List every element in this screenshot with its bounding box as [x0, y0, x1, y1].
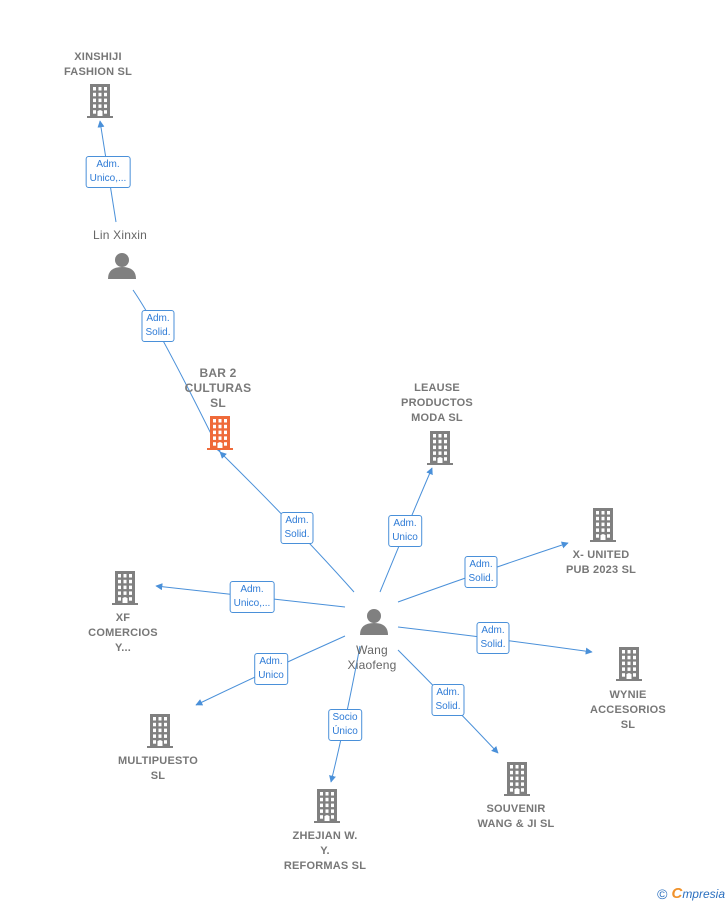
zhejian-label[interactable]: ZHEJIAN W. Y. REFORMAS SL — [283, 830, 367, 872]
souvenir-building-icon[interactable] — [504, 762, 530, 796]
brand-name: mpresia — [682, 887, 725, 901]
edge-label-xf[interactable]: Adm. Unico,... — [229, 581, 275, 613]
xunited-label[interactable]: X- UNITED PUB 2023 SL — [565, 549, 637, 576]
xunited-building-icon[interactable] — [590, 508, 616, 542]
bar2-label[interactable]: BAR 2 CULTURAS SL — [184, 366, 252, 410]
edge-lin-bar2 — [132, 289, 221, 453]
edge-label-leause[interactable]: Adm. Unico — [388, 515, 422, 547]
edge-label-multipuesto[interactable]: Adm. Unico — [254, 653, 288, 685]
icons-layer — [87, 84, 642, 823]
souvenir-label[interactable]: SOUVENIR WANG & JI SL — [477, 803, 555, 830]
leause-label[interactable]: LEAUSE PRODUCTOS MODA SL — [401, 382, 473, 424]
wynie-label[interactable]: WYNIE ACCESORIOS SL — [590, 689, 666, 731]
edge-label-bar2[interactable]: Adm. Solid. — [141, 310, 175, 342]
edge-label-xinshiji[interactable]: Adm. Unico,... — [85, 156, 131, 188]
xinshiji-building-icon[interactable] — [87, 84, 113, 118]
multipuesto-label[interactable]: MULTIPUESTO SL — [117, 755, 199, 782]
edge-label-souvenir[interactable]: Adm. Solid. — [431, 684, 465, 716]
lin-label[interactable]: Lin Xinxin — [92, 228, 148, 242]
zhejian-building-icon[interactable] — [314, 789, 340, 823]
brand-initial: C — [671, 885, 683, 902]
multipuesto-building-icon[interactable] — [147, 714, 173, 748]
edge-label-zhejian[interactable]: Socio Único — [328, 709, 362, 741]
edge-label-xunited[interactable]: Adm. Solid. — [464, 556, 498, 588]
footer-brand[interactable]: © Cmpresia — [657, 885, 725, 902]
wang-label[interactable]: Wang Xiaofeng — [347, 643, 397, 672]
brand-logo: Cmpresia — [671, 885, 725, 902]
xf-building-icon[interactable] — [112, 571, 138, 605]
bar2-building-icon[interactable] — [207, 416, 233, 450]
wang-person-icon[interactable] — [360, 609, 388, 635]
edge-label-wynie[interactable]: Adm. Solid. — [476, 622, 510, 654]
lin-person-icon[interactable] — [108, 253, 136, 279]
leause-building-icon[interactable] — [427, 431, 453, 465]
wynie-building-icon[interactable] — [616, 647, 642, 681]
edges-layer — [97, 120, 593, 783]
copyright-icon: © — [657, 885, 668, 902]
edge-label-bar2[interactable]: Adm. Solid. — [280, 512, 314, 544]
xinshiji-label[interactable]: XINSHIJI FASHION SL — [63, 51, 133, 78]
xf-label[interactable]: XF COMERCIOS Y... — [88, 612, 158, 654]
